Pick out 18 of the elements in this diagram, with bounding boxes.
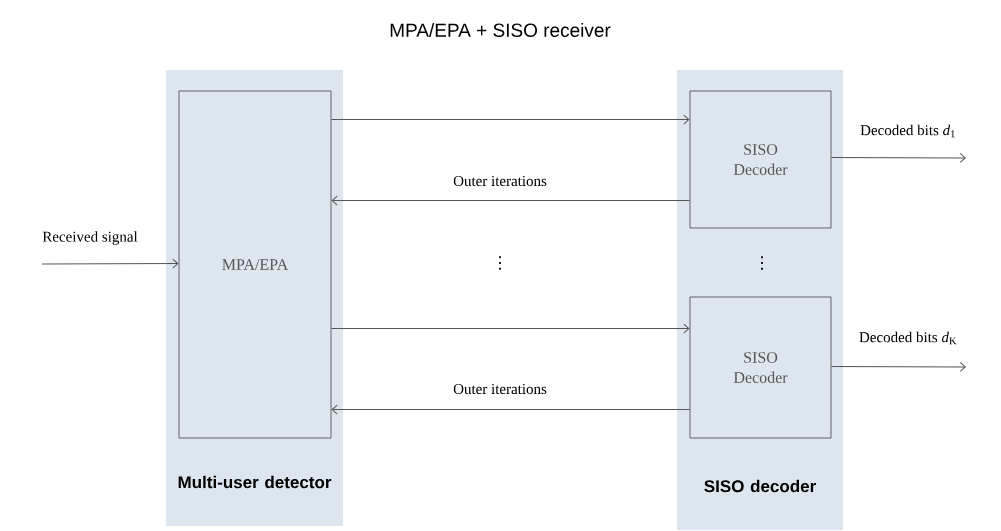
arrow (330, 323, 690, 334)
edge-label: Received signal (42, 231, 138, 245)
title: MPA/EPA + SISO receiver (390, 23, 611, 37)
arrow (331, 404, 691, 415)
arrow (830, 153, 966, 163)
ellipsis: ⋮ (761, 256, 763, 270)
edge-label: Decoded bits d$_{K}$ (859, 331, 957, 345)
ellipsis: ⋮ (499, 256, 501, 270)
edge-label: Outer iterations (453, 175, 547, 187)
arrow (41, 258, 179, 269)
block-box: SISO Decoder (689, 90, 832, 229)
block-box: MPA/EPA (178, 90, 332, 439)
arrow (830, 362, 966, 372)
edge-label: Outer iterations (453, 383, 547, 395)
arrow (330, 114, 690, 125)
edge-label: Decoded bits d$_{1}$ (860, 124, 955, 138)
arrow (331, 195, 691, 206)
block-box: SISO Decoder (689, 296, 832, 439)
